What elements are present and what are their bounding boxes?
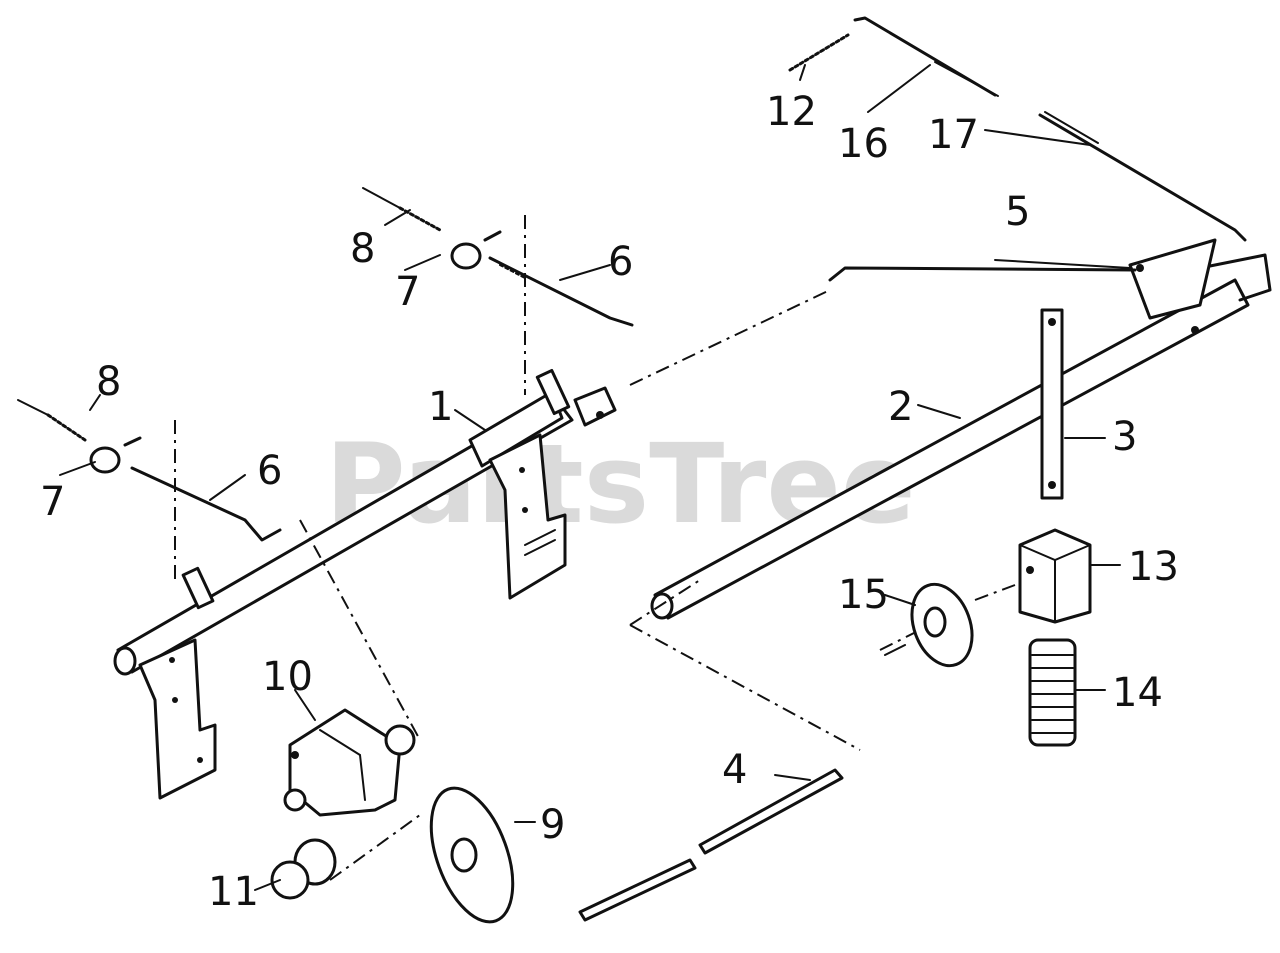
spring-14 bbox=[1028, 638, 1077, 747]
pulley-9 bbox=[429, 786, 515, 924]
right-bracket bbox=[488, 368, 571, 600]
callout-13: 13 bbox=[1128, 544, 1179, 590]
callout-17: 17 bbox=[928, 112, 979, 158]
callouts: 1 2 3 4 5 6 6 7 7 8 8 9 10 11 12 13 14 1… bbox=[40, 89, 1179, 915]
callout-7-lower: 7 bbox=[40, 479, 65, 525]
callout-10: 10 bbox=[262, 654, 313, 700]
alignment-lines bbox=[174, 215, 1016, 881]
callout-6-upper: 6 bbox=[608, 239, 633, 285]
callout-9: 9 bbox=[540, 802, 565, 848]
block-13 bbox=[1018, 528, 1092, 624]
callout-7-upper: 7 bbox=[395, 269, 420, 315]
rods-and-spring bbox=[788, 16, 1247, 242]
hub-assembly bbox=[283, 708, 416, 817]
callout-8-upper: 8 bbox=[350, 226, 375, 272]
main-shaft bbox=[113, 386, 617, 676]
callout-5: 5 bbox=[1005, 189, 1030, 235]
callout-12: 12 bbox=[766, 89, 817, 135]
rod-4 bbox=[578, 768, 844, 922]
callout-4: 4 bbox=[722, 747, 747, 793]
left-bracket bbox=[138, 566, 217, 800]
callout-14: 14 bbox=[1112, 670, 1163, 716]
lower-cable-assembly bbox=[17, 399, 282, 542]
callout-3: 3 bbox=[1112, 414, 1137, 460]
callout-2: 2 bbox=[888, 384, 913, 430]
arm-plate bbox=[828, 238, 1217, 334]
upper-cable-assembly bbox=[362, 187, 634, 327]
callout-8-lower: 8 bbox=[96, 359, 121, 405]
callout-6-lower: 6 bbox=[257, 448, 282, 494]
callout-1: 1 bbox=[428, 384, 453, 430]
callout-11: 11 bbox=[208, 869, 259, 915]
callout-15: 15 bbox=[838, 572, 889, 618]
leader-lines bbox=[59, 64, 1131, 891]
vertical-bar bbox=[1040, 308, 1064, 500]
callout-16: 16 bbox=[838, 121, 889, 167]
pulley-15 bbox=[884, 582, 974, 668]
caps-11 bbox=[270, 838, 337, 900]
